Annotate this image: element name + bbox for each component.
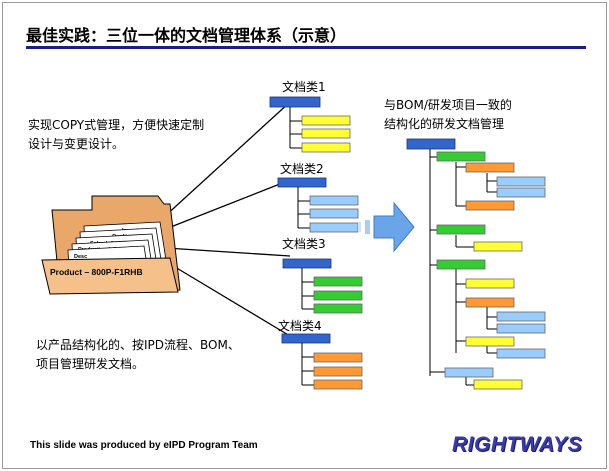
structured-node-yellow-4: [473, 379, 523, 390]
folder-main-label: Product – 800P-F1RHB: [50, 267, 143, 277]
transform-arrow-icon: [373, 201, 415, 253]
doc-group-2-tree: [277, 177, 359, 233]
doc-group-3-child-2: [313, 290, 363, 301]
doc-group-3-tree: [282, 258, 363, 314]
structured-doc-tree: [406, 138, 546, 390]
structured-node-green-2: [436, 224, 486, 235]
doc-group-1-tree: [269, 96, 351, 153]
arrow-tail-stripe-2: [358, 222, 361, 232]
structured-node-yellow-2: [465, 278, 515, 289]
doc-group-4-tree: [281, 333, 363, 390]
structured-node-green-1: [436, 151, 486, 162]
doc-group-3-child-3: [313, 303, 363, 314]
doc-group-1-child-3: [301, 142, 351, 153]
right-caption: 与BOM/研发项目一致的 结构化的研发文档管理: [384, 96, 512, 134]
folder-connector-lines: [151, 101, 291, 337]
doc-group-2-child-1: [309, 195, 359, 206]
structured-node-yellow-3: [465, 336, 515, 347]
structured-node-green-3: [436, 259, 486, 270]
structured-node-yellow-1: [473, 241, 523, 252]
arrow-tail-stripe-1: [365, 220, 370, 234]
structured-root-node: [406, 138, 456, 150]
doc-group-4-branches: [301, 343, 314, 386]
doc-group-4-child-3: [313, 379, 363, 390]
doc-group-label-4: 文档类4: [278, 318, 322, 333]
structured-node-lightblue-3: [496, 311, 546, 322]
title-underline: [26, 46, 586, 49]
structured-node-orange-1: [465, 162, 515, 173]
doc-group-3-child-1: [313, 276, 363, 287]
note-copy-line1: 实现COPY式管理，方便快速定制: [28, 118, 205, 132]
doc-group-4-root: [281, 333, 331, 344]
structured-node-lightblue-2: [496, 187, 546, 198]
doc-group-1-child-2: [301, 128, 351, 139]
connector-line-doc4: [169, 263, 291, 337]
note-ipd-line1: 以产品结构化的、按IPD流程、BOM、: [36, 338, 240, 352]
connector-line-doc3: [165, 247, 291, 257]
structured-node-orange-3: [465, 297, 515, 308]
doc-group-label-2: 文档类2: [280, 161, 324, 176]
structured-node-lightblue-1: [496, 176, 546, 187]
doc-group-1-branches: [289, 107, 302, 149]
connector-line-doc1: [151, 101, 291, 229]
doc-group-label-3: 文档类3: [282, 236, 326, 251]
slide-title: 最佳实践：三位一体的文档管理体系（示意）: [26, 26, 347, 45]
note-ipd-management: 以产品结构化的、按IPD流程、BOM、 项目管理研发文档。: [36, 336, 240, 374]
right-caption-line2: 结构化的研发文档管理: [384, 117, 505, 131]
folder-front: [41, 257, 179, 295]
doc-group-3-branches: [301, 268, 314, 310]
structured-node-lightblue-6: [444, 367, 494, 378]
doc-group-4-child-2: [313, 366, 363, 377]
doc-group-2-root: [277, 177, 327, 188]
structured-node-orange-2: [465, 200, 515, 211]
note-ipd-line2: 项目管理研发文档。: [36, 357, 145, 371]
product-folder: Inventory Quality Sales Information Prod…: [41, 195, 181, 295]
folder-tab-desc: Desc: [74, 254, 87, 260]
doc-group-3-root: [282, 258, 332, 269]
connector-line-doc2: [157, 179, 291, 233]
note-copy-management: 实现COPY式管理，方便快速定制 设计与变更设计。: [28, 116, 204, 154]
doc-group-2-child-3: [309, 222, 359, 233]
doc-group-1-child-1: [301, 115, 351, 126]
structured-node-lightblue-5: [496, 348, 546, 359]
note-copy-line2: 设计与变更设计。: [28, 137, 125, 151]
rightways-logo: RIGHTWAYS: [452, 433, 583, 456]
doc-group-4-child-1: [313, 352, 363, 363]
doc-group-label-1: 文档类1: [282, 79, 326, 94]
structured-tree-lines: [429, 147, 497, 386]
footer-credit: This slide was produced by eIPD Program …: [30, 440, 258, 451]
doc-group-2-child-2: [309, 208, 359, 219]
structured-node-lightblue-4: [496, 323, 546, 334]
doc-group-1-root: [269, 96, 321, 108]
right-caption-line1: 与BOM/研发项目一致的: [384, 98, 512, 112]
doc-group-2-branches: [297, 187, 310, 229]
